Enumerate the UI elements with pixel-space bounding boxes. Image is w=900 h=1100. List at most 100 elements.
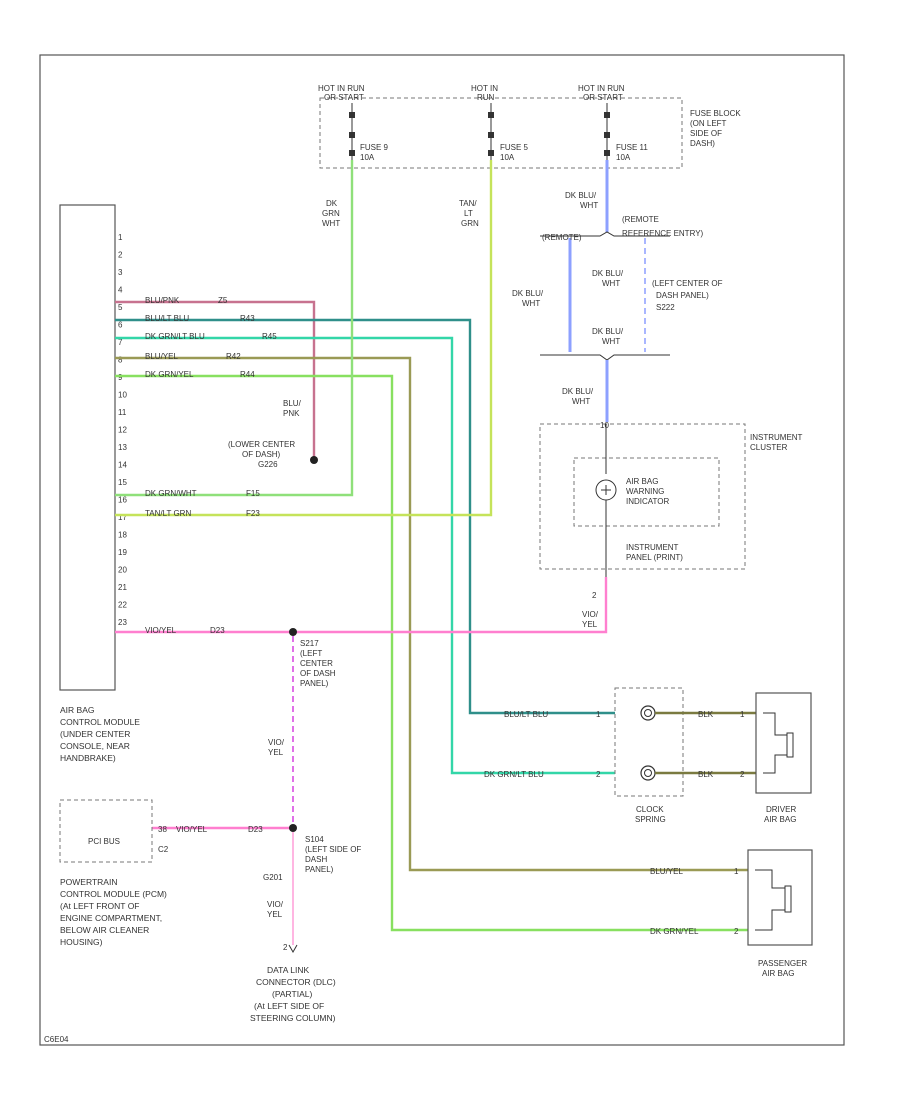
air-bag-control-module-box [59,204,116,691]
module-pin-4: 4 [118,286,123,295]
pcm-bus-label: PCI BUS [88,837,120,846]
svg-text:HOUSING): HOUSING) [60,937,103,947]
pcm-outline [59,799,153,863]
module-pin-9: 9 [118,373,123,382]
svg-text:G201: G201 [263,873,283,882]
svg-text:CLUSTER: CLUSTER [750,443,788,452]
fuse-11-label: FUSE 11 [616,143,648,152]
svg-text:DK GRN/YEL: DK GRN/YEL [145,370,194,379]
clock-spring-connector-2 [640,765,656,781]
svg-text:CENTER: CENTER [300,659,333,668]
svg-text:(At LEFT FRONT OF: (At LEFT FRONT OF [60,901,140,911]
svg-text:REFERENCE ENTRY): REFERENCE ENTRY) [622,229,704,238]
hot-in-label-2: HOT IN [471,84,498,93]
ground-point-g226 [310,456,318,464]
svg-text:WHT: WHT [602,279,620,288]
svg-text:2: 2 [592,591,597,600]
hot-in-run-sub-3: OR START [583,93,623,102]
clock-spring-label: CLOCK SPRING [635,805,666,824]
svg-text:DK GRN/LT BLU: DK GRN/LT BLU [145,332,205,341]
svg-text:(At LEFT SIDE OF: (At LEFT SIDE OF [254,1001,324,1011]
svg-text:YEL: YEL [582,620,598,629]
module-pin-1: 1 [118,233,123,242]
driver-air-bag-box [755,692,812,794]
svg-text:G226: G226 [258,460,278,469]
svg-text:BLK: BLK [698,710,714,719]
cluster-pin-10: 10 [600,421,609,430]
svg-text:(LEFT: (LEFT [300,649,322,658]
svg-text:GRN: GRN [322,209,340,218]
fuse-11-symbol [604,103,610,162]
svg-text:GRN: GRN [461,219,479,228]
svg-text:BLU/LT BLU: BLU/LT BLU [504,710,548,719]
pcm-wire-code: D23 [248,825,263,834]
clock-spring-wire-labels: BLU/LT BLU DK GRN/LT BLU 1 2 BLK BLK 1 2… [484,710,745,936]
splice-s222-bar [540,354,670,361]
fuse-11-amp: 10A [616,153,631,162]
svg-text:INDICATOR: INDICATOR [626,497,669,506]
hot-in-sub-2: RUN [477,93,495,102]
svg-text:PANEL): PANEL) [305,865,334,874]
svg-text:OF DASH: OF DASH [300,669,336,678]
svg-text:WHT: WHT [602,337,620,346]
svg-text:(LEFT SIDE OF: (LEFT SIDE OF [305,845,361,854]
module-pin-19: 19 [118,548,127,557]
svg-text:S222: S222 [656,303,675,312]
svg-text:INSTRUMENT: INSTRUMENT [626,543,679,552]
passenger-air-bag-squib [755,869,789,931]
module-pin-20: 20 [118,566,127,575]
splice-s217-dot [289,628,297,636]
driver-air-bag-squib [763,712,791,774]
module-pin-10: 10 [118,391,127,400]
svg-text:S104: S104 [305,835,324,844]
svg-text:(REMOTE): (REMOTE) [542,233,582,242]
wire-vio-yel [115,577,608,634]
svg-text:LT: LT [464,209,473,218]
module-pin-17: 17 [118,513,127,522]
svg-text:CONSOLE, NEAR: CONSOLE, NEAR [60,741,130,751]
svg-text:CLOCK: CLOCK [636,805,664,814]
air-bag-control-module-label: AIR BAG CONTROL MODULE (UNDER CENTER CON… [60,705,140,763]
svg-text:BLU/YEL: BLU/YEL [145,352,178,361]
fuse-5-label: FUSE 5 [500,143,529,152]
diagram-frame [39,54,845,1046]
svg-text:TAN/: TAN/ [459,199,477,208]
module-pin-6: 6 [118,321,123,330]
module-pin-5: 5 [118,303,123,312]
svg-text:(UNDER CENTER: (UNDER CENTER [60,729,130,739]
svg-text:VIO/: VIO/ [268,738,285,747]
svg-text:R45: R45 [262,332,277,341]
hot-in-run-label-3: HOT IN RUN [578,84,625,93]
svg-text:OF DASH): OF DASH) [242,450,281,459]
svg-text:R43: R43 [240,314,255,323]
svg-text:WHT: WHT [580,201,598,210]
module-pin-8: 8 [118,356,123,365]
module-pin-7: 7 [118,338,123,347]
svg-text:DK BLU/: DK BLU/ [512,289,544,298]
svg-text:BLK: BLK [698,770,714,779]
fuse-9-label: FUSE 9 [360,143,389,152]
module-pin-11: 11 [118,408,127,417]
wire-blu-lt-blu [115,318,615,715]
fuse-5-amp: 10A [500,153,515,162]
module-pin-13: 13 [118,443,127,452]
module-pin-2: 2 [118,251,123,260]
fuse-9-symbol [349,103,355,162]
svg-text:DK BLU/: DK BLU/ [565,191,597,200]
svg-text:WHT: WHT [522,299,540,308]
svg-text:DATA LINK: DATA LINK [267,965,310,975]
dlc-pin: 2 [283,943,288,952]
svg-text:DK GRN/WHT: DK GRN/WHT [145,489,197,498]
fuse-block-headers: HOT IN RUN OR START HOT IN RUN HOT IN RU… [318,84,625,102]
svg-text:2: 2 [734,927,739,936]
svg-text:FUSE BLOCK: FUSE BLOCK [690,109,741,118]
air-bag-warning-indicator-box [573,457,720,527]
pcm-wire-color: VIO/YEL [176,825,208,834]
svg-text:YEL: YEL [268,748,284,757]
wire-tan-lt-grn [115,160,493,517]
svg-text:1: 1 [740,710,745,719]
svg-text:DK BLU/: DK BLU/ [562,387,594,396]
fuse-5-symbol [488,103,494,162]
wire-blu-pnk [115,300,316,458]
hot-in-run-label-1: HOT IN RUN [318,84,365,93]
